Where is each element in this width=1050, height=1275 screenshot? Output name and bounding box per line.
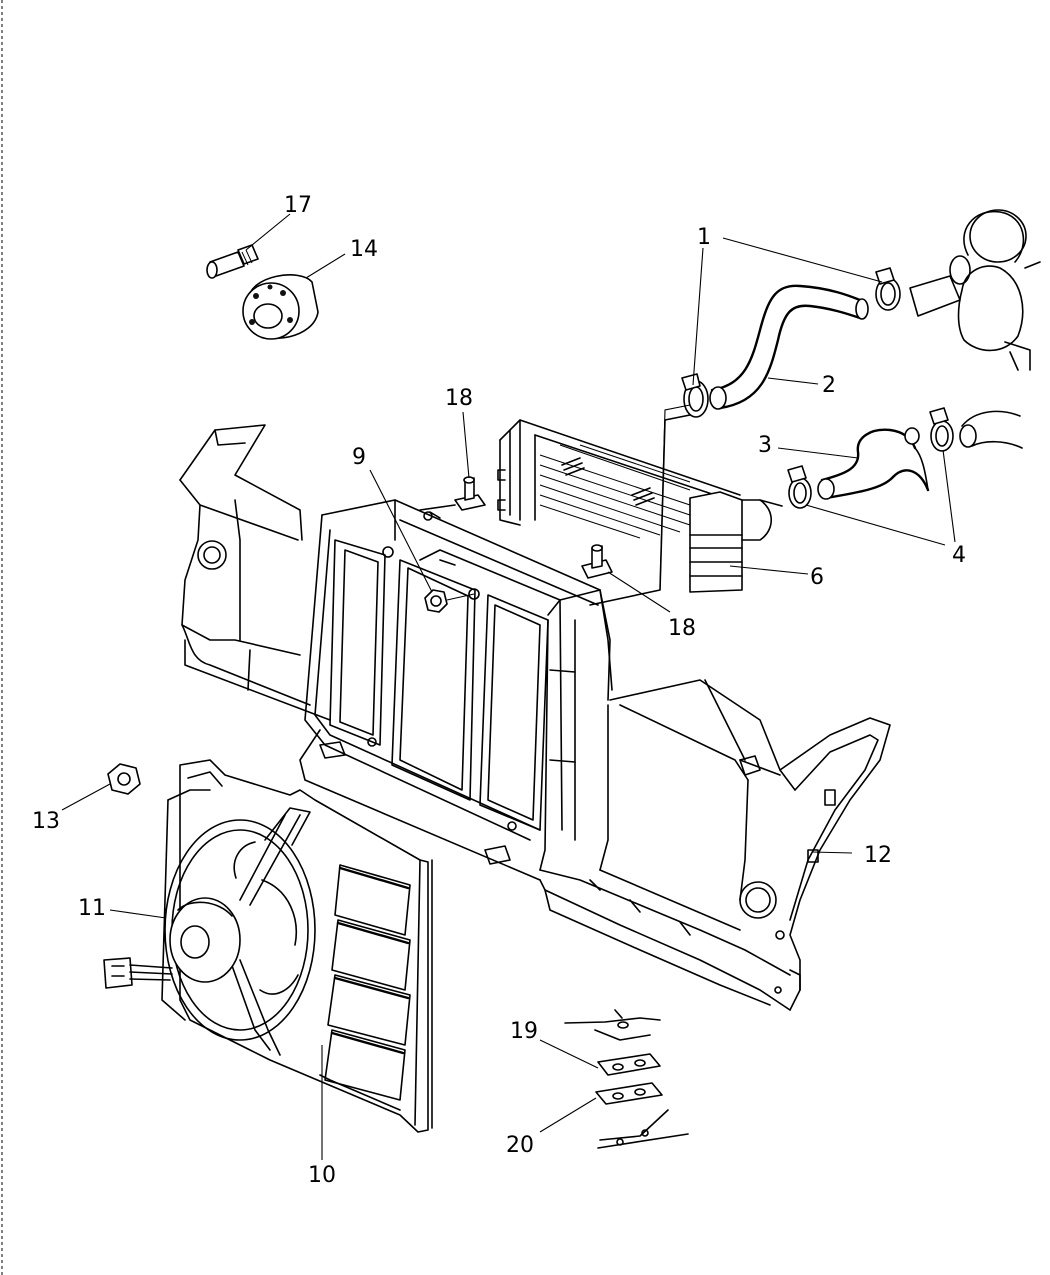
drain-cock-part-17 [206, 244, 259, 279]
callout-2: 2 [822, 373, 836, 398]
callout-18-right: 18 [668, 616, 696, 641]
callout-9: 9 [352, 445, 366, 470]
callout-14: 14 [350, 237, 378, 262]
radiator-support-part-12 [179, 424, 891, 1011]
engine-inlet-pipe [959, 410, 1023, 449]
spacer-part-19-20 [564, 1009, 689, 1149]
isolator-part-18-left [419, 476, 486, 521]
nut-part-9 [424, 589, 475, 613]
isolator-part-18-right [581, 544, 613, 579]
hose-clamp-part-1-lower [681, 373, 709, 418]
hose-clamp-part-4-left [787, 465, 812, 509]
callout-10: 10 [308, 1163, 336, 1188]
fan-motor-part-11 [103, 807, 316, 1056]
callout-20: 20 [506, 1133, 534, 1158]
hose-clamp-part-1-upper [875, 267, 901, 311]
callout-labels: 1 2 3 4 6 9 10 11 12 13 14 17 18 18 19 2… [32, 193, 966, 1188]
callout-17: 17 [284, 193, 312, 218]
callout-19: 19 [510, 1019, 538, 1044]
lower-radiator-hose-part-3 [817, 427, 930, 500]
hose-clamp-part-4-right [929, 407, 954, 452]
cooling-fan-shroud-part-10 [161, 759, 433, 1133]
nut-part-13 [107, 763, 141, 795]
leader-lines [61, 213, 956, 1160]
engine-outlet-housing [909, 209, 1041, 371]
callout-1: 1 [697, 225, 711, 250]
callout-12: 12 [864, 843, 892, 868]
callout-3: 3 [758, 433, 772, 458]
callout-6: 6 [810, 565, 824, 590]
callout-4: 4 [952, 543, 966, 568]
callout-11: 11 [78, 896, 106, 921]
radiator-core-part-6 [497, 414, 783, 606]
callout-13: 13 [32, 809, 60, 834]
upper-radiator-hose-part-2 [709, 284, 869, 410]
thermostat-part-14 [242, 274, 319, 340]
callout-18-top: 18 [445, 386, 473, 411]
